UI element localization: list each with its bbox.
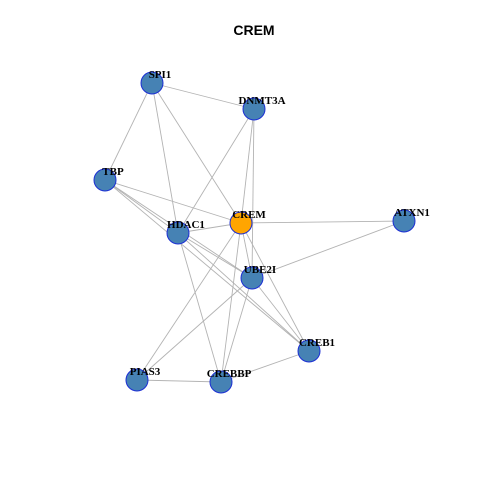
- edge-hdac1-crebbp: [177, 232, 222, 383]
- edge-pias3-crebbp: [136, 379, 222, 383]
- node-dnmt3a[interactable]: [242, 97, 266, 121]
- edge-layer: [104, 82, 405, 383]
- node-pias3[interactable]: [125, 368, 149, 392]
- edge-dnmt3a-hdac1: [177, 108, 255, 234]
- node-label-spi1: SPI1: [149, 69, 172, 81]
- edge-ube2i-crebbp: [220, 277, 253, 383]
- edge-dnmt3a-crem: [240, 108, 255, 224]
- edge-spi1-hdac1: [151, 82, 179, 234]
- node-label-dnmt3a: DNMT3A: [238, 95, 285, 107]
- node-atxn1[interactable]: [392, 209, 416, 233]
- node-crebbp[interactable]: [209, 370, 233, 394]
- node-ube2i[interactable]: [240, 266, 264, 290]
- node-tbp[interactable]: [93, 168, 117, 192]
- edge-tbp-crem: [104, 179, 242, 224]
- graph-title: CREM: [233, 22, 274, 38]
- edge-hdac1-ube2i: [177, 232, 253, 279]
- edge-spi1-dnmt3a: [151, 82, 255, 110]
- edge-ube2i-pias3: [136, 277, 253, 381]
- node-label-hdac1: HDAC1: [167, 219, 205, 231]
- edge-ube2i-creb1: [251, 277, 310, 352]
- edge-tbp-creb1: [104, 179, 310, 352]
- edge-crem-pias3: [136, 222, 242, 381]
- node-label-ube2i: UBE2I: [244, 264, 276, 276]
- edge-spi1-crem: [151, 82, 242, 224]
- node-crem[interactable]: [229, 211, 253, 235]
- node-hdac1[interactable]: [166, 221, 190, 245]
- edge-spi1-tbp: [104, 82, 153, 181]
- edge-creb1-crebbp: [220, 350, 310, 383]
- node-layer: [93, 71, 416, 394]
- node-label-tbp: TBP: [102, 166, 124, 178]
- node-creb1[interactable]: [297, 339, 321, 363]
- edge-crem-creb1: [240, 222, 310, 352]
- edge-dnmt3a-ube2i: [251, 108, 255, 279]
- edge-hdac1-creb1: [177, 232, 310, 352]
- node-spi1[interactable]: [140, 71, 164, 95]
- edge-ube2i-atxn1: [251, 220, 405, 279]
- node-label-pias3: PIAS3: [130, 366, 161, 378]
- edge-crem-atxn1: [240, 220, 405, 224]
- node-label-crem: CREM: [232, 209, 266, 221]
- node-label-crebbp: CREBBP: [207, 368, 252, 380]
- node-label-creb1: CREB1: [299, 337, 335, 349]
- node-label-atxn1: ATXN1: [394, 207, 430, 219]
- edge-tbp-hdac1: [104, 179, 179, 234]
- edge-crem-crebbp: [220, 222, 242, 383]
